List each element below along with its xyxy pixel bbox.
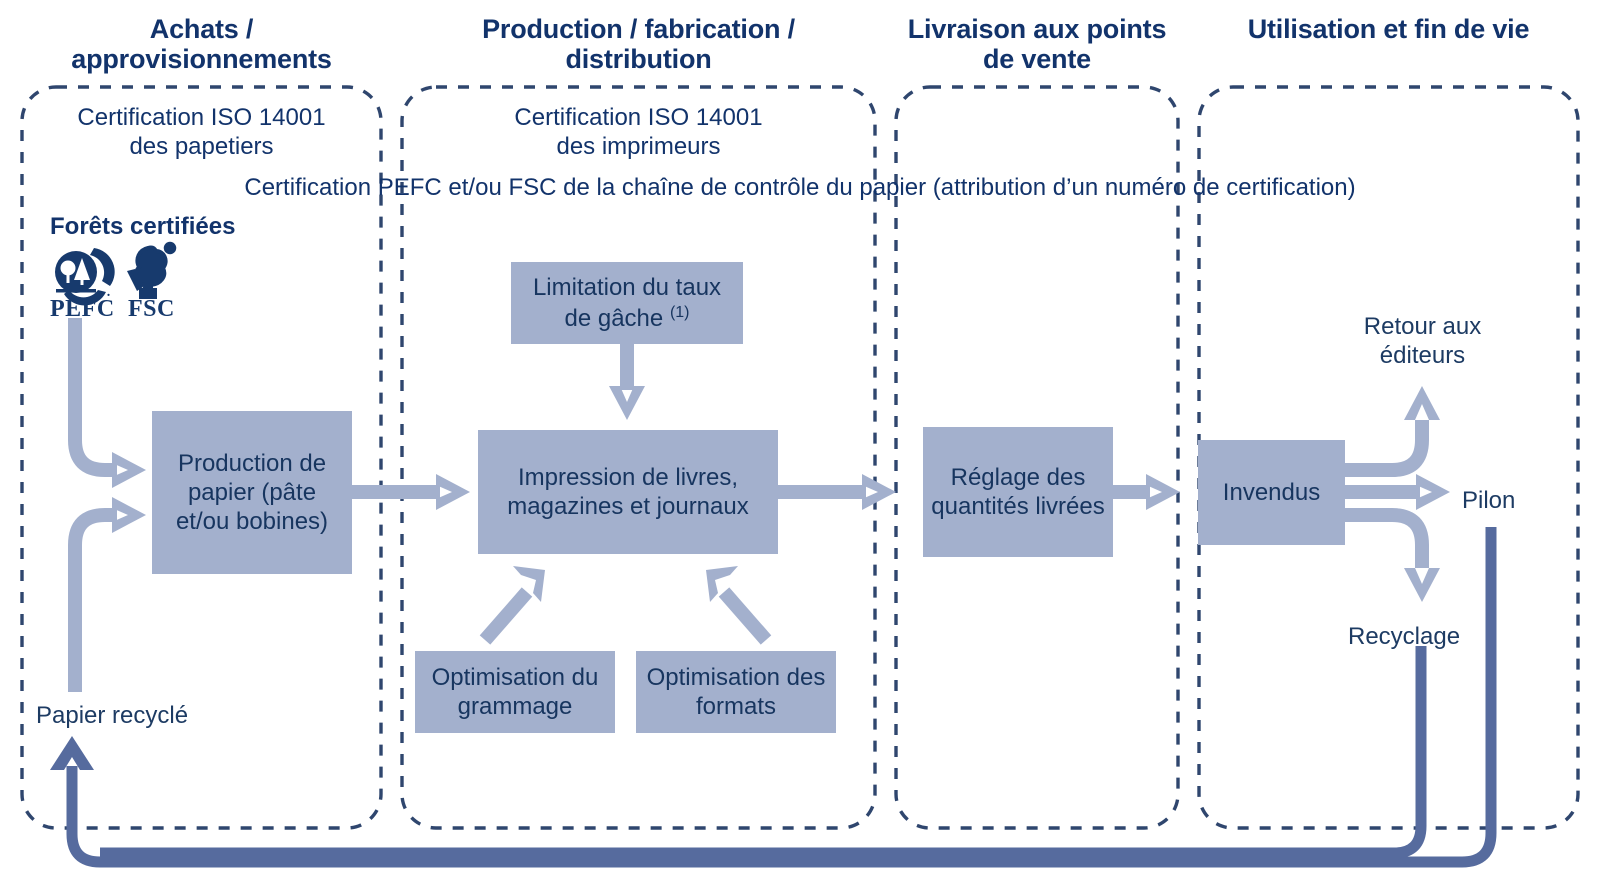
fsc-logo: FSC — [127, 241, 177, 322]
arrow-forest-to-paper-head — [112, 452, 146, 488]
phase-title-achats-line2: approvisionnements — [71, 44, 332, 75]
certification-papetiers: Certification ISO 14001 des papetiers — [22, 104, 381, 162]
arrow-print-to-delivery-head — [862, 474, 896, 510]
svg-text:PEFC: PEFC — [50, 296, 115, 322]
phase-title-livraison: Livraison aux points de vente — [886, 14, 1188, 74]
label-recyclage: Recyclage — [1348, 623, 1461, 650]
arrow-delivery-to-unsold-head — [1146, 474, 1180, 510]
arrow-unsold-to-recycling — [1345, 508, 1429, 568]
phase-title-livraison-line2: de vente — [983, 44, 1091, 75]
label-papier-recycle: Papier recyclé — [36, 702, 189, 729]
certification-papetiers-line2: des papetiers — [129, 132, 274, 160]
node-limitation-gache-text: Limitation du taux de gâche — [532, 274, 722, 332]
footnote-marker: (1) — [669, 303, 690, 321]
pefc-logo: PEFC ˙ — [50, 248, 115, 322]
phase-title-utilisation-line1: Utilisation et fin de vie — [1247, 14, 1530, 44]
arrow-grammage-to-print-head — [513, 566, 545, 602]
phase-title-production: Production / fabrication / distribution — [402, 14, 875, 74]
arrow-unsold-to-recycling-head — [1404, 568, 1440, 602]
label-pilon: Pilon — [1462, 487, 1516, 514]
return-line-recyclage — [100, 646, 1427, 859]
forests-certified-label: Forêts certifiées — [50, 213, 236, 240]
certification-imprimeurs-line1: Certification ISO 14001 — [514, 104, 763, 131]
phase-panel-livraison — [894, 85, 1180, 830]
phase-title-production-line2: distribution — [565, 44, 712, 75]
phase-title-achats-line1: Achats / — [149, 14, 254, 44]
phase-panel-achats — [20, 85, 383, 830]
label-retour-editeurs: Retour aux éditeurs — [1363, 313, 1482, 369]
phase-title-livraison-line1: Livraison aux points — [907, 14, 1167, 44]
arrow-formats-to-print-head — [706, 566, 738, 602]
svg-text:FSC: FSC — [128, 296, 175, 322]
arrow-unsold-to-editors-head — [1404, 386, 1440, 420]
node-impression[interactable]: Impression de livres, magazines et journ… — [478, 430, 778, 554]
node-production-papier[interactable]: Production de papier (pâte et/ou bobines… — [152, 411, 352, 574]
return-line-pilon — [100, 527, 1497, 868]
arrow-forest-to-paper — [68, 318, 117, 477]
phase-title-production-line1: Production / fabrication / — [482, 14, 795, 44]
certification-chaine-controle: Certification PEFC et/ou FSC de la chaîn… — [244, 174, 1356, 201]
svg-text:˙: ˙ — [106, 292, 111, 308]
arrow-unsold-to-pilon-head — [1416, 474, 1450, 510]
arrow-recycled-to-paper-head — [112, 497, 146, 533]
arrow-unsold-to-editors — [1345, 420, 1429, 477]
arrow-grammage-to-print — [479, 587, 533, 645]
arrow-paper-to-print-head — [436, 474, 470, 510]
return-line-to-recycled-paper — [66, 766, 128, 868]
return-line-arrow-head — [50, 736, 94, 770]
certification-imprimeurs: Certification ISO 14001 des imprimeurs — [402, 104, 875, 162]
phase-title-achats: Achats / approvisionnements — [22, 14, 381, 74]
node-limitation-gache[interactable]: Limitation du taux de gâche (1) — [511, 262, 743, 344]
node-optimisation-grammage[interactable]: Optimisation du grammage — [415, 651, 615, 733]
node-reglage-quantites[interactable]: Réglage des quantités livrées — [923, 427, 1113, 557]
phase-panel-production — [400, 85, 877, 830]
arrow-gache-to-print-head — [609, 386, 645, 420]
arrow-recycled-to-paper — [68, 508, 117, 692]
arrow-formats-to-print — [718, 587, 772, 645]
node-optimisation-formats[interactable]: Optimisation des formats — [636, 651, 836, 733]
certification-papetiers-line1: Certification ISO 14001 — [77, 104, 326, 131]
certification-imprimeurs-line2: des imprimeurs — [556, 132, 721, 160]
node-invendus[interactable]: Invendus — [1198, 440, 1345, 545]
phase-title-utilisation: Utilisation et fin de vie — [1199, 14, 1578, 44]
